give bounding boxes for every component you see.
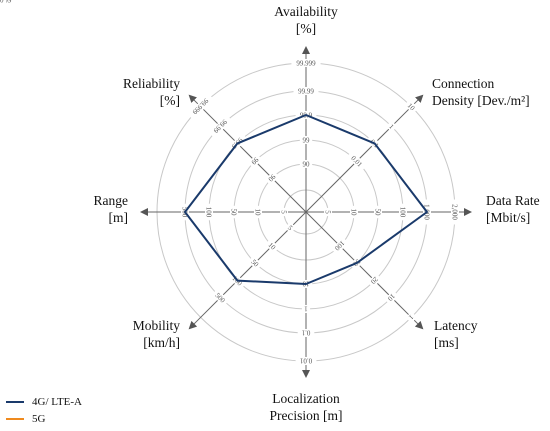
axis-label-localization_precision-0: Localization: [272, 391, 340, 406]
tick-availability-3: 99.99: [298, 88, 314, 96]
tick-mobility-1: 10: [266, 241, 277, 252]
axis-connection_density: [305, 94, 424, 213]
axis-label-localization_precision-1: Precision [m]: [269, 408, 342, 423]
legend-swatch-5g: [6, 417, 24, 420]
axis-latency: [305, 211, 424, 330]
tick-mobility-2: 50: [249, 258, 260, 269]
axis-label-availability-0: Availability: [274, 4, 338, 19]
axis-label-mobility-0: Mobility: [133, 318, 181, 333]
tick-connection_density-4: 20: [0, 0, 4, 5]
axis-label-latency-1: [ms]: [434, 335, 459, 350]
axis-label-availability-1: [%]: [296, 21, 316, 36]
tick-data_rate-1: 10: [350, 209, 358, 217]
tick-data_rate-3: 100: [399, 207, 407, 218]
axis-mobility: [188, 211, 307, 330]
axis-label-range-0: Range: [94, 193, 129, 208]
axis-label-data_rate-0: Data Rate: [486, 193, 540, 208]
tick-data_rate-0: 5: [324, 210, 332, 214]
axis-label-connection_density-0: Connection: [432, 76, 494, 91]
tick-connection_density-3: 10: [406, 102, 417, 113]
tick-reliability-0: 90: [266, 172, 277, 183]
tick-connection_density-2: 1: [387, 123, 395, 131]
axis-reliability: [188, 94, 307, 213]
tick-range-3: 100: [205, 207, 213, 218]
legend-item-5g: 5G: [6, 410, 82, 427]
legend-swatch-4g: [6, 400, 24, 403]
tick-availability-4: 99.999: [296, 60, 316, 68]
tick-latency-3: 10: [386, 292, 397, 303]
tick-latency-2: 20: [369, 275, 380, 286]
tick-localization_precision-2: 0.1: [301, 329, 310, 337]
tick-localization_precision-1: 1: [304, 305, 308, 313]
axis-label-latency-0: Latency: [434, 318, 478, 333]
tick-range-2: 50: [230, 209, 238, 217]
axis-label-range-1: [m]: [109, 210, 129, 225]
axis-label-mobility-1: [km/h]: [143, 335, 180, 350]
legend-label-4g: 4G/ LTE-A: [32, 395, 83, 408]
tick-localization_precision-3: 0.01: [299, 357, 312, 365]
tick-data_rate-5: 2,000: [451, 204, 459, 220]
tick-latency-4: 1: [407, 313, 415, 321]
axis-label-connection_density-1: Density [Dev./m²]: [432, 93, 530, 108]
tick-mobility-0: 5: [286, 224, 294, 232]
tick-availability-0: 90: [303, 161, 311, 169]
legend: 4G/ LTE-A 5G: [6, 393, 82, 427]
series-line-4g: [184, 114, 428, 285]
tick-range-0: 5: [280, 210, 288, 214]
legend-label-5g: 5G: [32, 412, 46, 425]
axis-label-reliability-0: Reliability: [123, 76, 180, 91]
tick-availability-1: 99: [303, 137, 311, 145]
tick-reliability-1: 99: [249, 155, 260, 166]
tick-data_rate-2: 50: [374, 209, 382, 217]
axis-label-data_rate-1: [Mbit/s]: [486, 210, 530, 225]
legend-item-4g: 4G/ LTE-A: [6, 393, 82, 410]
tick-range-1: 10: [254, 209, 262, 217]
axis-label-reliability-1: [%]: [160, 93, 180, 108]
